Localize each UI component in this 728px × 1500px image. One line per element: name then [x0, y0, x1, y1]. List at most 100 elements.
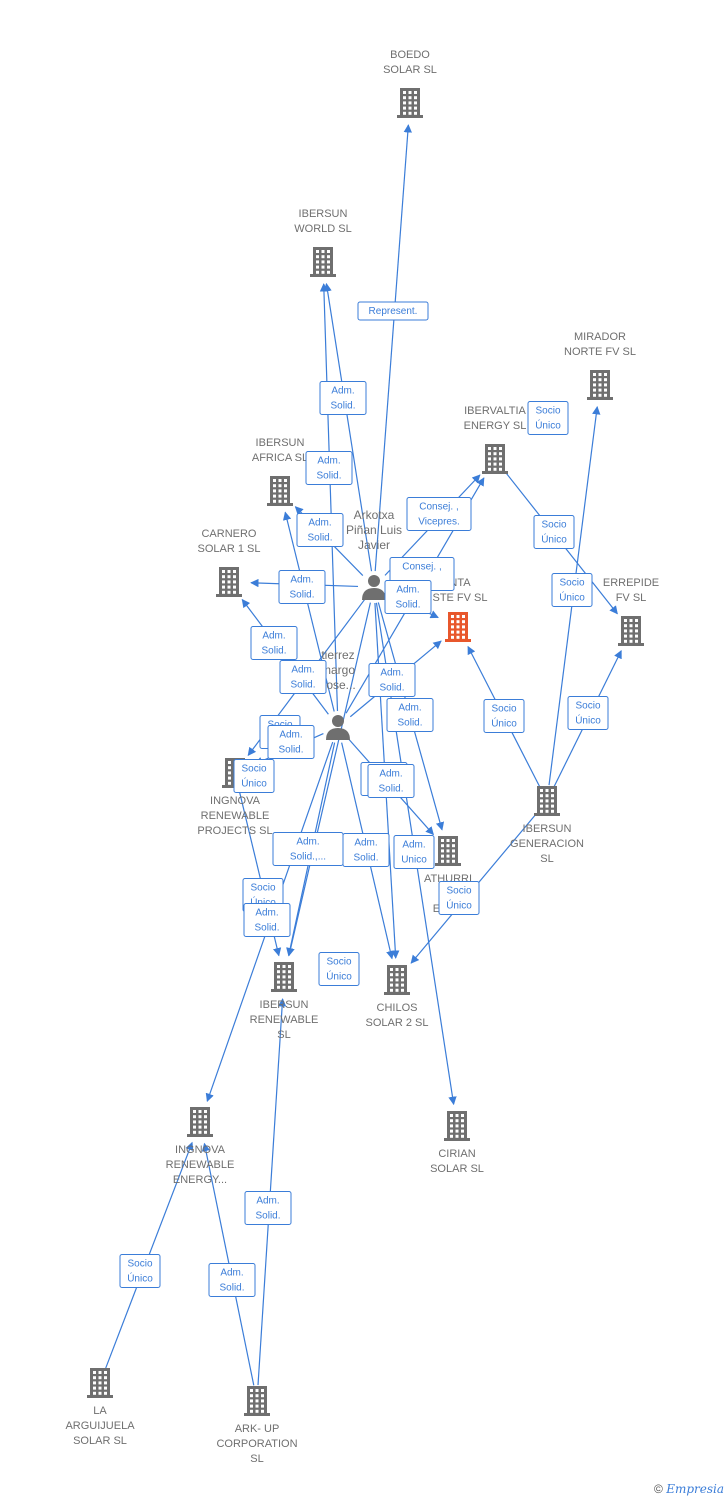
edge-label-box [438, 881, 480, 915]
edge-label-text: Represent. [369, 306, 418, 317]
node-label-ingnova-projects: PROJECTS SL [197, 825, 272, 837]
building-icon [267, 476, 293, 506]
edge-label-box [243, 903, 291, 937]
node-label-ark-up: CORPORATION [216, 1438, 297, 1450]
edge-label[interactable]: Adm.Solid. [244, 1191, 292, 1225]
edge-label[interactable]: Adm.Solid. [208, 1263, 256, 1297]
brand-name: Empresia [666, 1482, 724, 1496]
node-label-ibersun-renewable: IBERSUN [260, 999, 309, 1011]
building-icon [187, 1107, 213, 1137]
edge-label-box [367, 764, 415, 798]
edge-label-text: Solid. [330, 401, 355, 412]
node-label-errepide: FV SL [616, 592, 647, 604]
edge-label[interactable]: Adm.Solid. [278, 570, 326, 604]
edge-label[interactable]: Adm. Solid. [279, 660, 327, 694]
edge-label-text: Solid. [290, 680, 315, 691]
node-label-gutierrez: margo [321, 663, 355, 677]
edge-label-text: Solid. [316, 471, 341, 482]
edge-label[interactable]: Adm.Solid. [386, 698, 434, 732]
edge-label-text: Solid. [219, 1283, 244, 1294]
node-carnero[interactable]: CARNERO SOLAR 1 SL [198, 528, 261, 597]
edge-label[interactable]: Adm.Solid. [250, 626, 298, 660]
node-label-ark-up: ARK- UP [235, 1423, 280, 1435]
edge-label[interactable]: Consej. ,Vicepres. [406, 497, 472, 531]
node-label-carnero: SOLAR 1 SL [198, 543, 261, 555]
edge-label-box [567, 696, 609, 730]
edge-label[interactable]: Adm.Solid. [342, 833, 390, 867]
edge-label-text: Adm. [308, 518, 331, 529]
edge-label[interactable]: Adm. Solid.,... [272, 832, 344, 866]
node-label-gutierrez: Jose... [320, 678, 355, 692]
node-label-ark-up: SL [250, 1453, 263, 1465]
node-label-carnero: CARNERO [201, 528, 256, 540]
building-icon [444, 1111, 470, 1141]
edge-label[interactable]: Adm.Solid. [296, 513, 344, 547]
edge-label-text: Adm. [296, 837, 319, 848]
node-label-ibersun-africa: AFRICA SL [252, 452, 308, 464]
node-label-gutierrez: tierrez [321, 648, 354, 662]
edge-label[interactable]: Adm.Solid. [305, 451, 353, 485]
edge-label[interactable]: Adm.Solid. [368, 663, 416, 697]
node-errepide[interactable]: ERREPIDE FV SL [603, 577, 659, 646]
node-gutierrez[interactable]: tierrezmargoJose... [320, 648, 356, 740]
node-label-ibersun-gen: IBERSUN [523, 823, 572, 835]
node-label-boedo: SOLAR SL [383, 64, 437, 76]
edge-label[interactable]: Adm.Solid. [267, 725, 315, 759]
node-ingnova-energy[interactable]: INGNOVARENEWABLEENERGY... [166, 1107, 235, 1186]
person-icon [362, 575, 386, 600]
edge-label[interactable]: Adm.Unico [393, 835, 435, 869]
node-label-errepide: ERREPIDE [603, 577, 659, 589]
edge-label-text: Adm. [291, 665, 314, 676]
edge-label[interactable]: Adm.Solid. [384, 580, 432, 614]
edge-label-box [296, 513, 344, 547]
edge-label-text: Solid.,... [290, 852, 326, 863]
building-icon [618, 616, 644, 646]
edge-label-text: Socio [575, 701, 600, 712]
edge-label-text: Solid. [397, 718, 422, 729]
copyright-icon: © [654, 1482, 663, 1496]
building-icon [587, 370, 613, 400]
edge-label[interactable]: Adm.Solid. [243, 903, 291, 937]
edge-label-text: Socio [446, 886, 471, 897]
node-label-mirador: NORTE FV SL [564, 346, 636, 358]
building-icon [384, 965, 410, 995]
building-icon [216, 567, 242, 597]
edge-label-box [527, 401, 569, 435]
edge-label[interactable]: Adm. Solid. [319, 381, 367, 415]
node-label-cirian: SOLAR SL [430, 1163, 484, 1175]
node-ark-up[interactable]: ARK- UP CORPORATION SL [216, 1386, 298, 1465]
edge-label-text: Adm. [279, 730, 302, 741]
edge-label[interactable]: Represent. [357, 301, 429, 321]
edge-label[interactable]: Adm.Solid. [367, 764, 415, 798]
edge-label-text: Único [326, 970, 352, 983]
edge-label-text: Adm. [331, 386, 354, 397]
node-label-ibersun-renewable: SL [277, 1029, 290, 1041]
edge-label-text: Adm. [256, 1196, 279, 1207]
edge-label-box [551, 573, 593, 607]
edge-label-box [393, 835, 435, 869]
footer-brand[interactable]: © Empresia [654, 1482, 724, 1496]
edge-label-box [278, 570, 326, 604]
